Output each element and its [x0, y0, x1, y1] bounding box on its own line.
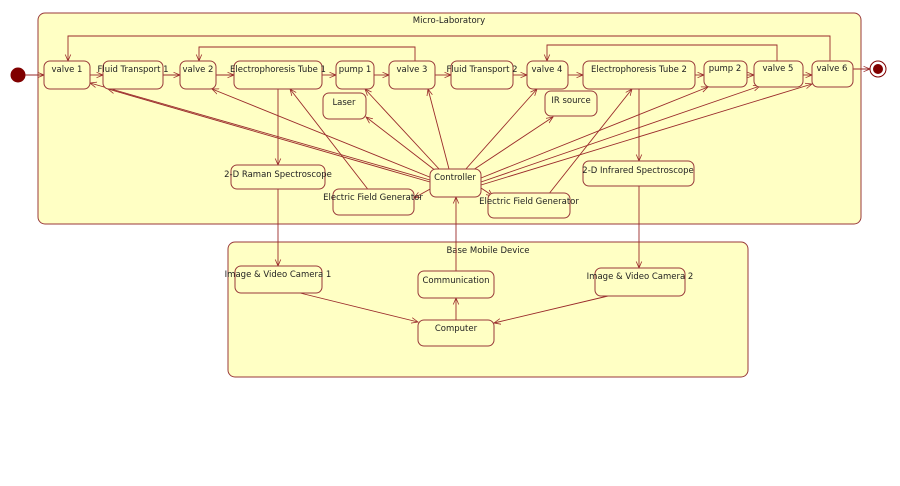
edge-camera2-computer — [494, 295, 609, 323]
node-laser-label: Laser — [332, 98, 356, 108]
node-raman-spectroscope[interactable]: 2-D Raman Spectroscope — [224, 164, 332, 190]
node-valve1-label: valve 1 — [52, 65, 83, 75]
edge-valve3-valve2-loop — [199, 46, 416, 61]
node-fluid-transport-1[interactable]: Fluid Transport 1 — [97, 60, 169, 90]
node-pump1[interactable]: pump 1 — [335, 60, 375, 90]
node-camera-2[interactable]: Image & Video Camera 2 — [587, 267, 694, 297]
node-controller[interactable]: Controller — [429, 168, 482, 198]
node-valve4[interactable]: valve 4 — [526, 60, 569, 90]
node-pump2-label: pump 2 — [709, 64, 742, 74]
node-fluid-transport-2[interactable]: Fluid Transport 2 — [446, 60, 518, 90]
edge-controller-valve4 — [464, 89, 537, 171]
edge-controller-valve1 — [90, 83, 431, 181]
node-pump2[interactable]: pump 2 — [703, 60, 748, 88]
edge-controller-efg1 — [414, 187, 433, 198]
node-valve6[interactable]: valve 6 — [811, 60, 854, 88]
node-electrophoresis-tube-1-label: Electrophoresis Tube 1 — [230, 65, 326, 75]
edges — [25, 35, 870, 323]
node-electric-field-generator-1[interactable]: Electric Field Generator — [323, 188, 423, 216]
node-electric-field-generator-1-label: Electric Field Generator — [323, 193, 423, 203]
node-valve1[interactable]: valve 1 — [43, 60, 91, 90]
node-electric-field-generator-2[interactable]: Electric Field Generator — [479, 192, 579, 219]
node-pump1-label: pump 1 — [339, 65, 372, 75]
node-valve5[interactable]: valve 5 — [753, 60, 804, 88]
edge-controller-pump2 — [480, 87, 708, 179]
edge-controller-valve6 — [480, 84, 812, 186]
edge-controller-irsource — [469, 117, 553, 173]
node-camera-1-label: Image & Video Camera 1 — [225, 270, 332, 280]
edge-controller-fluid1 — [108, 89, 431, 183]
node-electrophoresis-tube-2[interactable]: Electrophoresis Tube 2 — [582, 60, 696, 90]
node-electrophoresis-tube-1[interactable]: Electrophoresis Tube 1 — [230, 60, 326, 90]
node-electrophoresis-tube-2-label: Electrophoresis Tube 2 — [591, 65, 687, 75]
edge-valve6-valve4-loop — [547, 44, 778, 61]
initial-node — [10, 67, 26, 83]
micro-laboratory-label: Micro-Laboratory — [413, 16, 485, 26]
node-ir-source[interactable]: IR source — [544, 90, 598, 117]
node-computer-label: Computer — [435, 324, 478, 334]
node-camera-1[interactable]: Image & Video Camera 1 — [225, 265, 332, 294]
edge-camera1-computer — [299, 292, 418, 322]
node-infrared-spectroscope-label: 2-D Infrared Spectroscope — [582, 166, 693, 176]
node-valve6-label: valve 6 — [817, 64, 848, 74]
edge-controller-valve5 — [480, 86, 760, 183]
node-controller-label: Controller — [434, 173, 476, 183]
base-mobile-device-container: Base Mobile Device — [227, 241, 749, 378]
node-fluid-transport-1-label: Fluid Transport 1 — [97, 65, 168, 75]
node-valve2[interactable]: valve 2 — [179, 60, 217, 90]
node-valve4-label: valve 4 — [532, 65, 563, 75]
edge-efg2-etube2 — [547, 89, 632, 196]
node-valve5-label: valve 5 — [763, 64, 794, 74]
edge-efg1-etube1 — [290, 89, 371, 193]
node-ir-source-label: IR source — [551, 96, 590, 106]
edge-valve6-valve1-loop — [68, 35, 831, 61]
edge-controller-pump1 — [365, 89, 441, 171]
node-raman-spectroscope-label: 2-D Raman Spectroscope — [224, 170, 332, 180]
edge-controller-valve3 — [428, 89, 450, 170]
node-communication[interactable]: Communication — [417, 270, 495, 299]
node-laser[interactable]: Laser — [322, 92, 367, 120]
final-node — [869, 60, 887, 78]
edge-controller-valve2 — [212, 89, 433, 179]
node-valve3[interactable]: valve 3 — [388, 60, 436, 90]
node-computer[interactable]: Computer — [417, 319, 495, 347]
node-valve3-label: valve 3 — [397, 65, 428, 75]
base-mobile-device-label: Base Mobile Device — [446, 246, 529, 256]
node-valve2-label: valve 2 — [183, 65, 214, 75]
node-communication-label: Communication — [423, 276, 490, 286]
node-electric-field-generator-2-label: Electric Field Generator — [479, 197, 579, 207]
node-fluid-transport-2-label: Fluid Transport 2 — [446, 65, 517, 75]
node-infrared-spectroscope[interactable]: 2-D Infrared Spectroscope — [582, 160, 695, 187]
node-camera-2-label: Image & Video Camera 2 — [587, 272, 694, 282]
edge-controller-laser — [366, 117, 437, 172]
